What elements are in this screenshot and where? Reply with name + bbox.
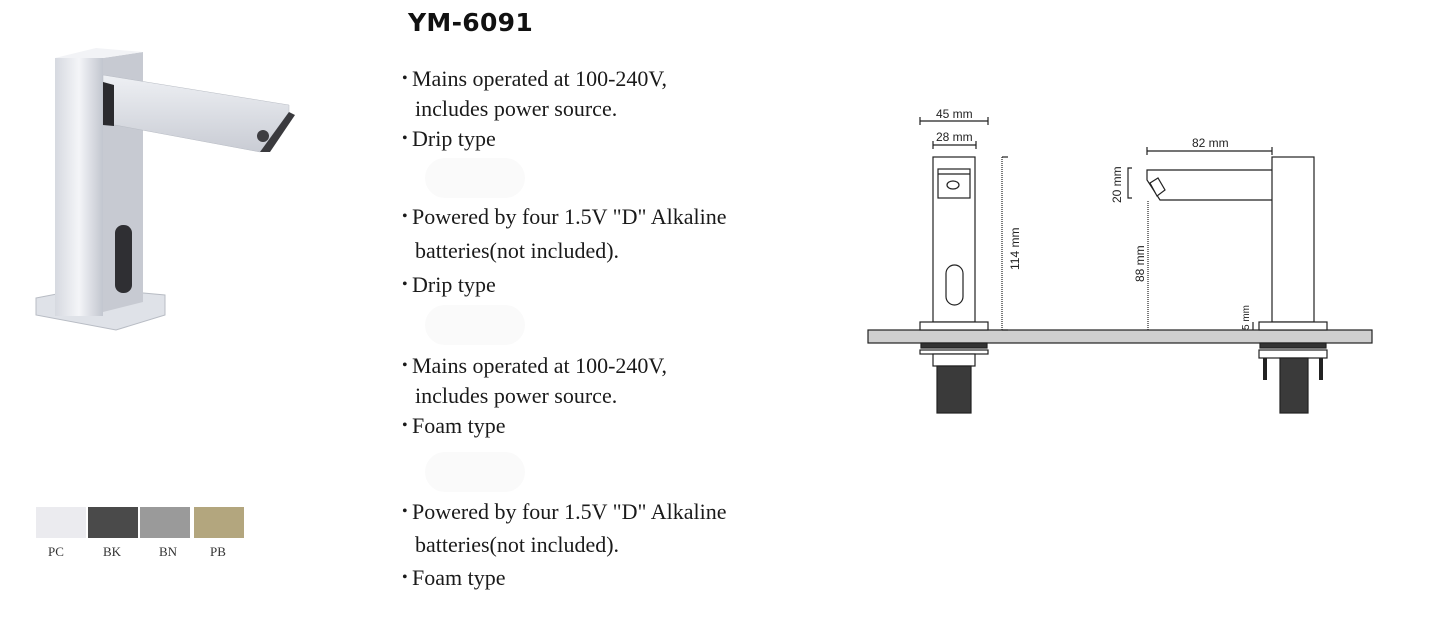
- spec-text: Powered by four 1.5V "D" Alkaline: [412, 204, 727, 229]
- spec-text: Mains operated at 100-240V,: [412, 353, 667, 378]
- spec-text: includes power source.: [415, 96, 618, 121]
- finish-swatch-pc[interactable]: [36, 507, 86, 538]
- spec-text: includes power source.: [415, 383, 618, 408]
- spec-text: batteries(not included).: [415, 238, 620, 263]
- bullet-icon: •: [402, 503, 408, 520]
- spec-text: Mains operated at 100-240V,: [412, 66, 667, 91]
- spec-type: Foam type: [412, 565, 506, 590]
- bullet-icon: •: [402, 208, 408, 225]
- spec-block-2: •Powered by four 1.5V "D" Alkaline batte…: [402, 200, 727, 302]
- spec-type: Foam type: [412, 413, 506, 438]
- faucet-image: [35, 48, 295, 331]
- finish-label-bn: BN: [158, 544, 178, 559]
- bullet-icon: •: [402, 130, 408, 147]
- dimension-diagram: 45 mm 28 mm 114 mm 82 mm 20 mm 88 mm 5 m…: [867, 107, 1373, 414]
- spec-text: batteries(not included).: [415, 532, 620, 557]
- bullet-icon: •: [402, 357, 408, 374]
- spec-block-4: •Powered by four 1.5V "D" Alkaline batte…: [402, 495, 727, 594]
- bullet-icon: •: [402, 276, 408, 293]
- ghost-mark: [425, 305, 525, 345]
- technical-drawing: 45 mm 28 mm 114 mm 82 mm 20 mm 88 mm 5 m…: [860, 95, 1380, 425]
- spec-block-1: •Mains operated at 100-240V, includes po…: [402, 64, 667, 154]
- finish-swatch-bn[interactable]: [140, 507, 190, 538]
- dim-spout-reach: 82 mm: [1192, 136, 1229, 150]
- spec-block-3: •Mains operated at 100-240V, includes po…: [402, 351, 667, 441]
- spec-type: Drip type: [412, 126, 496, 151]
- finish-swatch-bk[interactable]: [88, 507, 138, 538]
- dim-base-height: 5 mm: [1241, 305, 1252, 330]
- finish-label-pc: PC: [48, 544, 64, 559]
- spec-type: Drip type: [412, 272, 496, 297]
- ghost-mark: [425, 158, 525, 198]
- dim-spout-height: 20 mm: [1110, 166, 1124, 203]
- finish-swatch-pb[interactable]: [194, 507, 244, 538]
- finish-label-pb: PB: [210, 544, 226, 559]
- bullet-icon: •: [402, 70, 408, 87]
- finish-label-bk: BK: [102, 544, 122, 559]
- ghost-mark: [425, 452, 525, 492]
- product-photo: [30, 40, 300, 340]
- bullet-icon: •: [402, 417, 408, 434]
- dim-spout-clearance: 88 mm: [1133, 245, 1147, 282]
- bullet-icon: •: [402, 569, 408, 586]
- dim-front-inner-width: 28 mm: [936, 130, 973, 144]
- model-title: YM-6091: [408, 8, 534, 37]
- dim-total-height: 114 mm: [1008, 228, 1022, 270]
- dim-front-outer-width: 45 mm: [936, 107, 973, 121]
- spec-text: Powered by four 1.5V "D" Alkaline: [412, 499, 727, 524]
